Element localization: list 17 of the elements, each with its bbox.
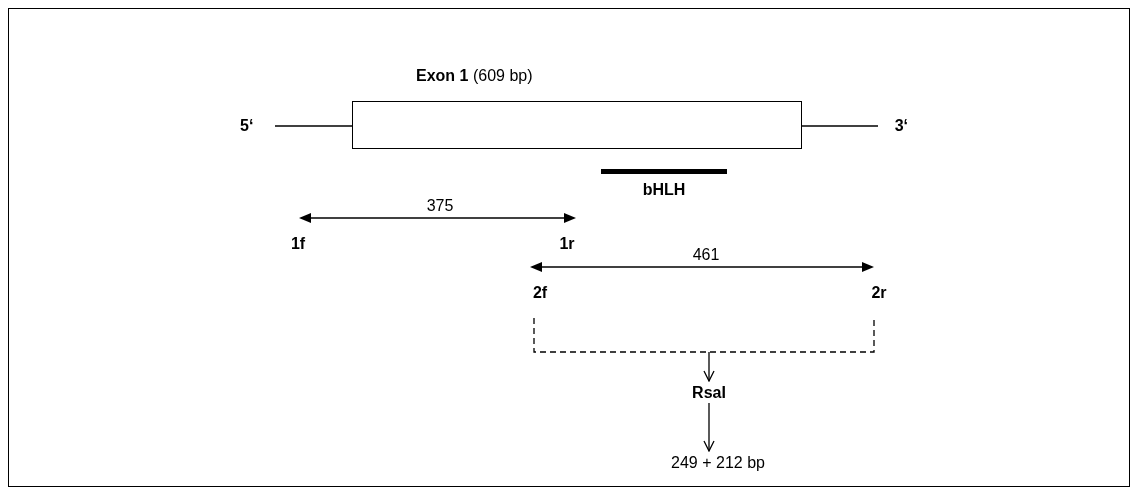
bracket xyxy=(533,317,875,353)
fragment-label: 249 + 212 bp xyxy=(648,453,788,473)
primer-label: 2r xyxy=(871,283,887,303)
primer-label: 1r xyxy=(559,234,575,254)
strand-line xyxy=(801,125,879,127)
enzyme-label: RsaI xyxy=(677,383,741,403)
strand-end-label: 5‘ xyxy=(240,116,275,136)
primer-label: 2f xyxy=(532,283,548,303)
length-label: 375 xyxy=(426,196,454,216)
arrow xyxy=(703,351,715,382)
length-label: 461 xyxy=(692,245,720,265)
strand-line xyxy=(274,125,353,127)
domain-label: bHLH xyxy=(642,180,686,200)
arrow xyxy=(703,402,715,452)
exon-heading: Exon 1 (609 bp) xyxy=(416,66,533,86)
primer-label: 1f xyxy=(290,234,306,254)
strand-end-label: 3‘ xyxy=(878,116,908,136)
